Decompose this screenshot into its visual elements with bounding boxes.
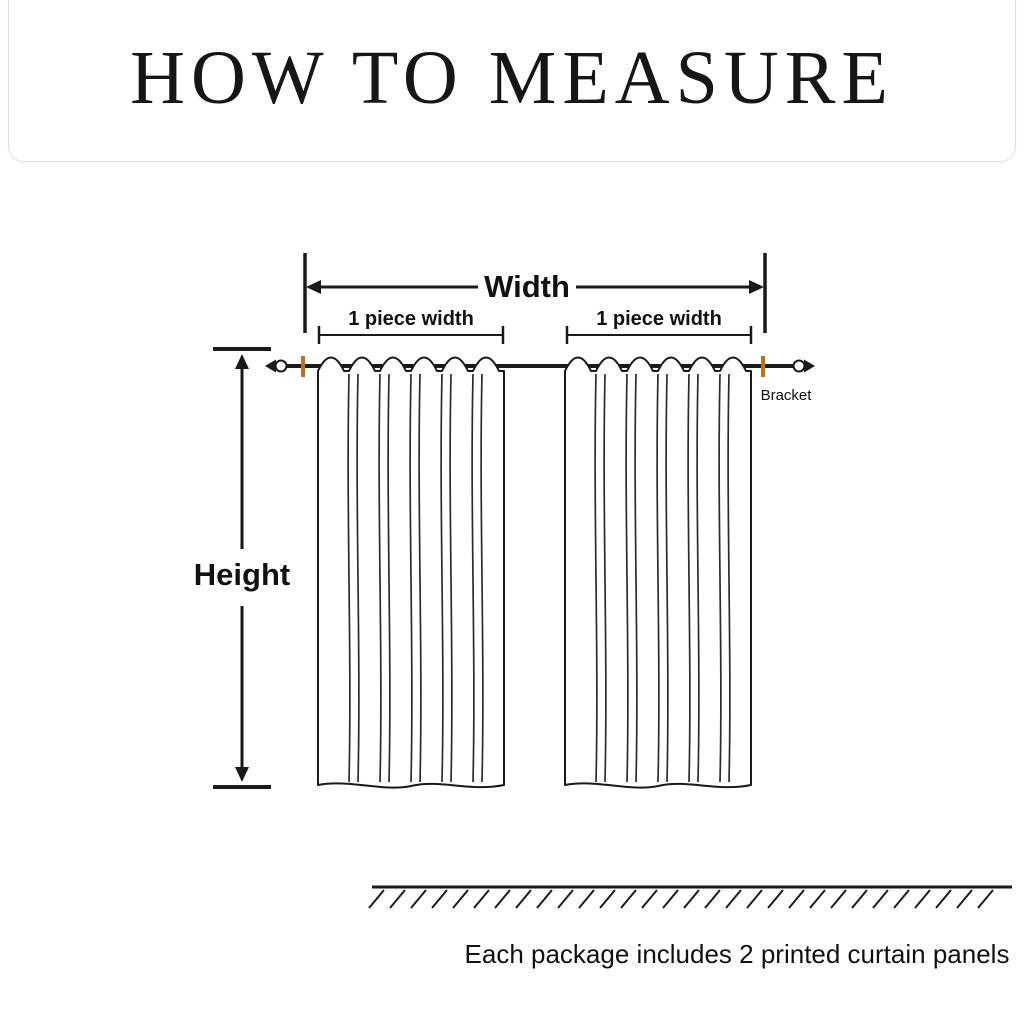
panel-folds [347, 373, 484, 783]
piece-width-right-label: 1 piece width [596, 308, 722, 330]
finial-ball-right-icon [792, 359, 806, 373]
arrowhead-up-icon [235, 354, 249, 369]
title-card: HOW TO MEASURE [8, 0, 1016, 162]
finial-tip-left-icon [265, 359, 276, 373]
bracket-label: Bracket [761, 387, 813, 404]
floor [368, 885, 1012, 909]
height-label: Height [194, 557, 290, 592]
arrowhead-right-icon [749, 280, 764, 294]
height-measure: Height [194, 347, 290, 789]
package-caption: Each package includes 2 printed curtain … [465, 939, 1010, 969]
piece-width-measure-right: 1 piece width [565, 308, 753, 344]
page-title: HOW TO MEASURE [130, 36, 894, 120]
width-label: Width [484, 269, 570, 304]
arrowhead-left-icon [306, 280, 321, 294]
finial-tip-right-icon [804, 359, 815, 373]
arrowhead-down-icon [235, 767, 249, 782]
width-measure: Width [303, 253, 767, 333]
finial-ball-left-icon [274, 359, 288, 373]
panel-folds [594, 373, 731, 783]
curtain-panel-left [317, 356, 505, 789]
curtain-panel-right [564, 356, 752, 789]
floor-hatching [368, 889, 994, 909]
piece-width-measure-left: 1 piece width [317, 308, 505, 344]
piece-width-left-label: 1 piece width [348, 308, 474, 330]
